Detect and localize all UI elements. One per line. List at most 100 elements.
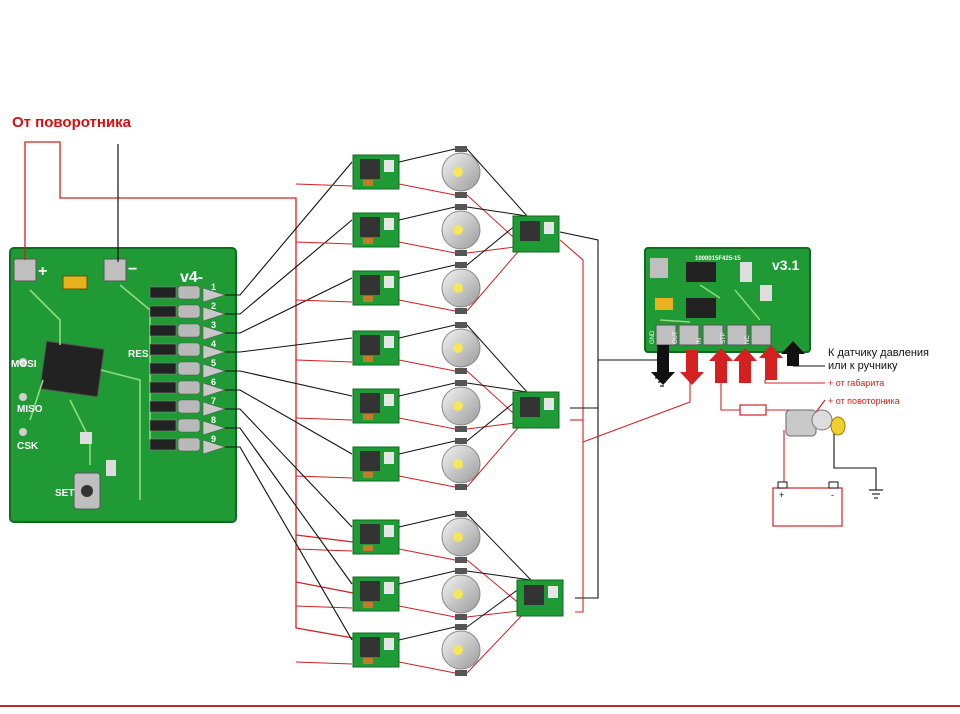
driver-wire-black-2 xyxy=(225,219,353,315)
output-connector-5 xyxy=(202,363,226,379)
controller-board xyxy=(9,247,237,523)
module-pin-label-4: NC xyxy=(745,335,751,344)
output-number-8: 8 xyxy=(211,415,216,425)
output-connector-1 xyxy=(202,287,226,303)
pin-res-label: RES xyxy=(128,349,149,360)
resistor-2 xyxy=(149,305,177,318)
pin-csk-label: CSK xyxy=(17,441,39,452)
driver-wire-black-7 xyxy=(225,408,353,528)
output-pad-9 xyxy=(177,437,201,452)
module-arrows xyxy=(651,341,805,385)
output-pad-1 xyxy=(177,285,201,300)
driver-wire-black-1 xyxy=(225,161,353,296)
driver-module-2 xyxy=(352,212,400,248)
led-3 xyxy=(398,262,481,314)
driver-module-9 xyxy=(352,632,400,668)
battery-plus-label: + xyxy=(779,490,784,500)
ground-symbol xyxy=(655,360,669,387)
output-connector-9 xyxy=(202,439,226,455)
driver-wire-red-2 xyxy=(295,241,353,245)
resistor-8 xyxy=(149,419,177,432)
battery-ground-symbol xyxy=(869,489,883,499)
output-number-7: 7 xyxy=(211,396,216,406)
module-pin-in xyxy=(702,324,724,346)
driver-wire-black-3 xyxy=(225,277,353,334)
output-number-9: 9 xyxy=(211,434,216,444)
driver-wire-black-6 xyxy=(225,389,353,455)
controller-version: v4- xyxy=(180,269,203,286)
driver-wires xyxy=(225,161,353,665)
driver-module-1 xyxy=(352,154,400,190)
module-pin-label-2: IN xyxy=(697,338,703,344)
bottom-rule xyxy=(0,705,960,707)
output-pad-3 xyxy=(177,323,201,338)
sensor-label: К датчику давления или к ручнику xyxy=(828,347,930,372)
driver-wire-red-5 xyxy=(295,417,353,421)
module-pin-label-1: OUT xyxy=(673,331,679,344)
driver-module-8 xyxy=(352,576,400,612)
controller-minus-label: − xyxy=(128,261,137,278)
led-2 xyxy=(398,204,481,256)
driver-wire-black-9 xyxy=(225,446,353,641)
resistor-6 xyxy=(149,381,177,394)
driver-module-6 xyxy=(352,446,400,482)
output-number-6: 6 xyxy=(211,377,216,387)
output-connector-6 xyxy=(202,382,226,398)
module-pin-out xyxy=(678,324,700,346)
output-pad-2 xyxy=(177,304,201,319)
fuse-icon xyxy=(739,404,767,416)
driver-wire-red-3 xyxy=(295,299,353,303)
module-pin-stp xyxy=(726,324,748,346)
led-5 xyxy=(398,380,481,432)
module-pin-label-0: GND xyxy=(650,330,656,344)
group-driver-2 xyxy=(466,324,560,488)
output-connector-8 xyxy=(202,420,226,436)
driver-module-7 xyxy=(352,519,400,555)
led-1 xyxy=(398,146,481,198)
output-number-2: 2 xyxy=(211,301,216,311)
turn-signal-title: От поворотника xyxy=(12,114,132,131)
controller-outputs: 1 2 3 4 5 6 7 8 9 xyxy=(149,282,226,455)
driver-wire-black-8 xyxy=(225,427,353,585)
battery-minus-label: - xyxy=(831,490,834,500)
driver-wire-red-8 xyxy=(295,605,353,609)
led-4 xyxy=(398,322,481,374)
driver-wire-red-7 xyxy=(295,548,353,552)
module-pin-nc xyxy=(750,324,772,346)
group-driver-1 xyxy=(466,148,560,312)
output-connector-4 xyxy=(202,344,226,360)
pin-set-label: SET xyxy=(55,488,74,499)
pin-miso-label: MISO xyxy=(17,404,43,415)
output-number-3: 3 xyxy=(211,320,216,330)
driver-module-3 xyxy=(352,270,400,306)
driver-module-4 xyxy=(352,330,400,366)
output-connector-2 xyxy=(202,306,226,322)
output-connector-3 xyxy=(202,325,226,341)
output-pad-5 xyxy=(177,361,201,376)
output-number-4: 4 xyxy=(211,339,216,349)
resistor-4 xyxy=(149,343,177,356)
resistor-9 xyxy=(149,438,177,451)
resistor-7 xyxy=(149,400,177,413)
pin-mosi-label: MOSI xyxy=(11,359,37,370)
bus-wires xyxy=(559,231,691,613)
driver-wire-red-1 xyxy=(295,183,353,187)
ignition-switch-icon xyxy=(785,409,846,437)
driver-wire-black-5 xyxy=(225,370,353,397)
output-number-1: 1 xyxy=(211,282,216,292)
led-6 xyxy=(398,438,481,490)
output-number-5: 5 xyxy=(211,358,216,368)
module-version: v3.1 xyxy=(772,257,799,273)
controller-plus-label: + xyxy=(38,263,47,280)
resistor-3 xyxy=(149,324,177,337)
driver-wire-red-9 xyxy=(295,661,353,665)
driver-wire-red-6 xyxy=(295,475,353,479)
driver-module-5 xyxy=(352,388,400,424)
driver-wire-red-4 xyxy=(295,359,353,363)
output-pad-8 xyxy=(177,418,201,433)
resistor-5 xyxy=(149,362,177,375)
turn-signal-label: + от повоторника xyxy=(828,396,900,406)
led-8 xyxy=(398,568,481,620)
group-driver-3 xyxy=(466,513,564,674)
